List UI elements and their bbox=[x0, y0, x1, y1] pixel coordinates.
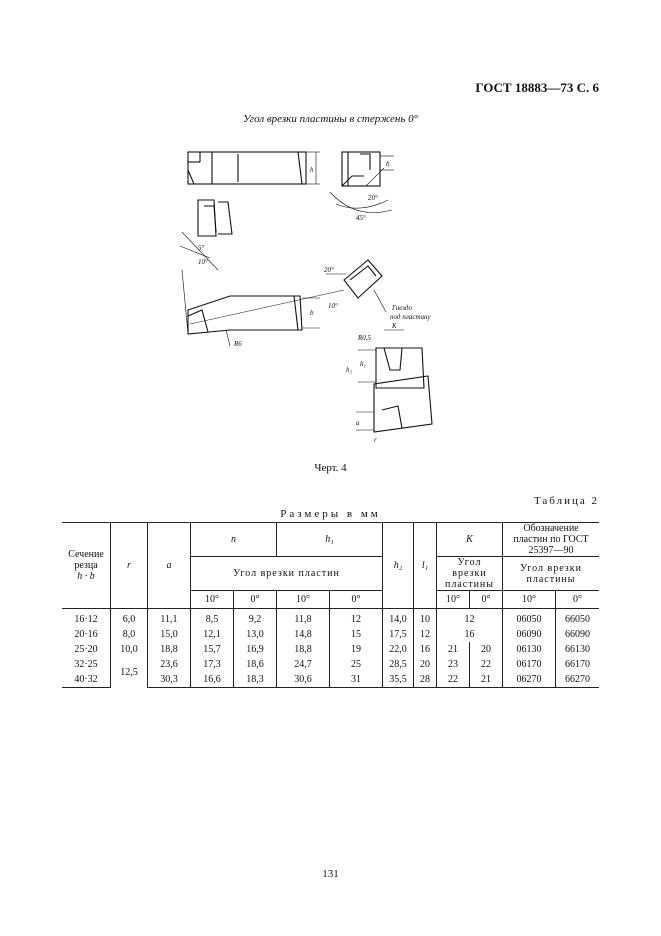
label-nest: Гнездо bbox=[391, 304, 412, 312]
sub-h1-10: 10° bbox=[276, 590, 330, 609]
sub-k-0: 0° bbox=[469, 590, 503, 609]
label-20deg-b: 20° bbox=[324, 266, 334, 274]
insert-seat-view: K R0,5 h₂ h₁ bbox=[346, 322, 425, 389]
label-45deg: 45° bbox=[356, 214, 366, 222]
label-r05: R0,5 bbox=[357, 334, 372, 342]
angle-k-header: Угол врезки пластины bbox=[436, 556, 503, 591]
col-k: K bbox=[436, 522, 503, 557]
sub-k-10: 10° bbox=[436, 590, 470, 609]
cutter-top-view: h bbox=[187, 151, 320, 185]
col-h1: h₁ bbox=[276, 522, 383, 557]
table-row: 16·12 6,0 11,1 8,5 9,2 11,8 12 14,0 10 1… bbox=[62, 608, 599, 627]
label-a: a bbox=[356, 419, 360, 427]
label-b-main: b bbox=[310, 309, 314, 317]
table-units: Размеры в мм bbox=[280, 508, 381, 520]
col-l1: l₁ bbox=[413, 522, 437, 609]
angle-des-header: Угол врезки пластины bbox=[502, 556, 599, 591]
table-row: 25·20 10,0 18,8 15,7 16,9 18,8 19 22,0 1… bbox=[62, 642, 599, 657]
cutter-drawing: h b 20° 45° 5° 10° R6 b bbox=[179, 151, 433, 444]
table-row: 32·25 12,5 23,6 17,3 18,6 24,7 25 28,5 2… bbox=[62, 657, 599, 688]
label-h: h bbox=[310, 166, 314, 174]
label-r: r bbox=[374, 436, 377, 444]
col-a: a bbox=[147, 522, 191, 609]
sub-d-10: 10° bbox=[502, 590, 556, 609]
label-10deg-b: 10° bbox=[328, 302, 338, 310]
label-k: K bbox=[391, 322, 397, 330]
insert-inclined-view: 20° 10° Гнездо под пластину bbox=[324, 259, 431, 321]
cutter-main-view: R6 b bbox=[181, 269, 345, 348]
label-r6: R6 bbox=[233, 340, 242, 348]
col-h2: h₂ bbox=[382, 522, 414, 609]
angle-header: Угол врезки пластин bbox=[190, 556, 383, 591]
label-h2: h₂ bbox=[346, 366, 353, 374]
cutter-tip-view: a r bbox=[356, 375, 433, 444]
table-label: Таблица 2 bbox=[533, 495, 599, 507]
page-number: 131 bbox=[322, 868, 339, 880]
figure-caption: Черт. 4 bbox=[314, 462, 347, 474]
label-20deg-a: 20° bbox=[368, 194, 378, 202]
sub-n-10: 10° bbox=[190, 590, 234, 609]
label-10deg-a: 10° bbox=[198, 258, 208, 266]
col-r: r bbox=[110, 522, 148, 609]
document-reference: ГОСТ 18883—73 С. 6 bbox=[475, 80, 599, 95]
sub-n-0: 0° bbox=[233, 590, 277, 609]
sub-h1-0: 0° bbox=[329, 590, 383, 609]
table-row: 40·32 30,3 16,6 18,3 30,6 31 35,5 28 22 … bbox=[62, 672, 599, 688]
col-n: n bbox=[190, 522, 277, 557]
label-nest-2: под пластину bbox=[390, 313, 431, 321]
label-h1: h₁ bbox=[360, 360, 366, 368]
cutter-end-view: b 20° 45° bbox=[329, 151, 394, 222]
figure-top-caption: Угол врезки пластины в стержень 0° bbox=[242, 113, 419, 125]
table-row: 20·16 8,0 15,0 12,1 13,0 14,8 15 17,5 12… bbox=[62, 627, 599, 642]
insert-detail-view: 5° 10° bbox=[179, 199, 233, 271]
sub-d-0: 0° bbox=[555, 590, 599, 609]
label-b: b bbox=[386, 160, 390, 168]
label-5deg: 5° bbox=[198, 244, 205, 252]
col-designation: Обозначение пластин по ГОСТ 25397—90 bbox=[502, 522, 599, 557]
